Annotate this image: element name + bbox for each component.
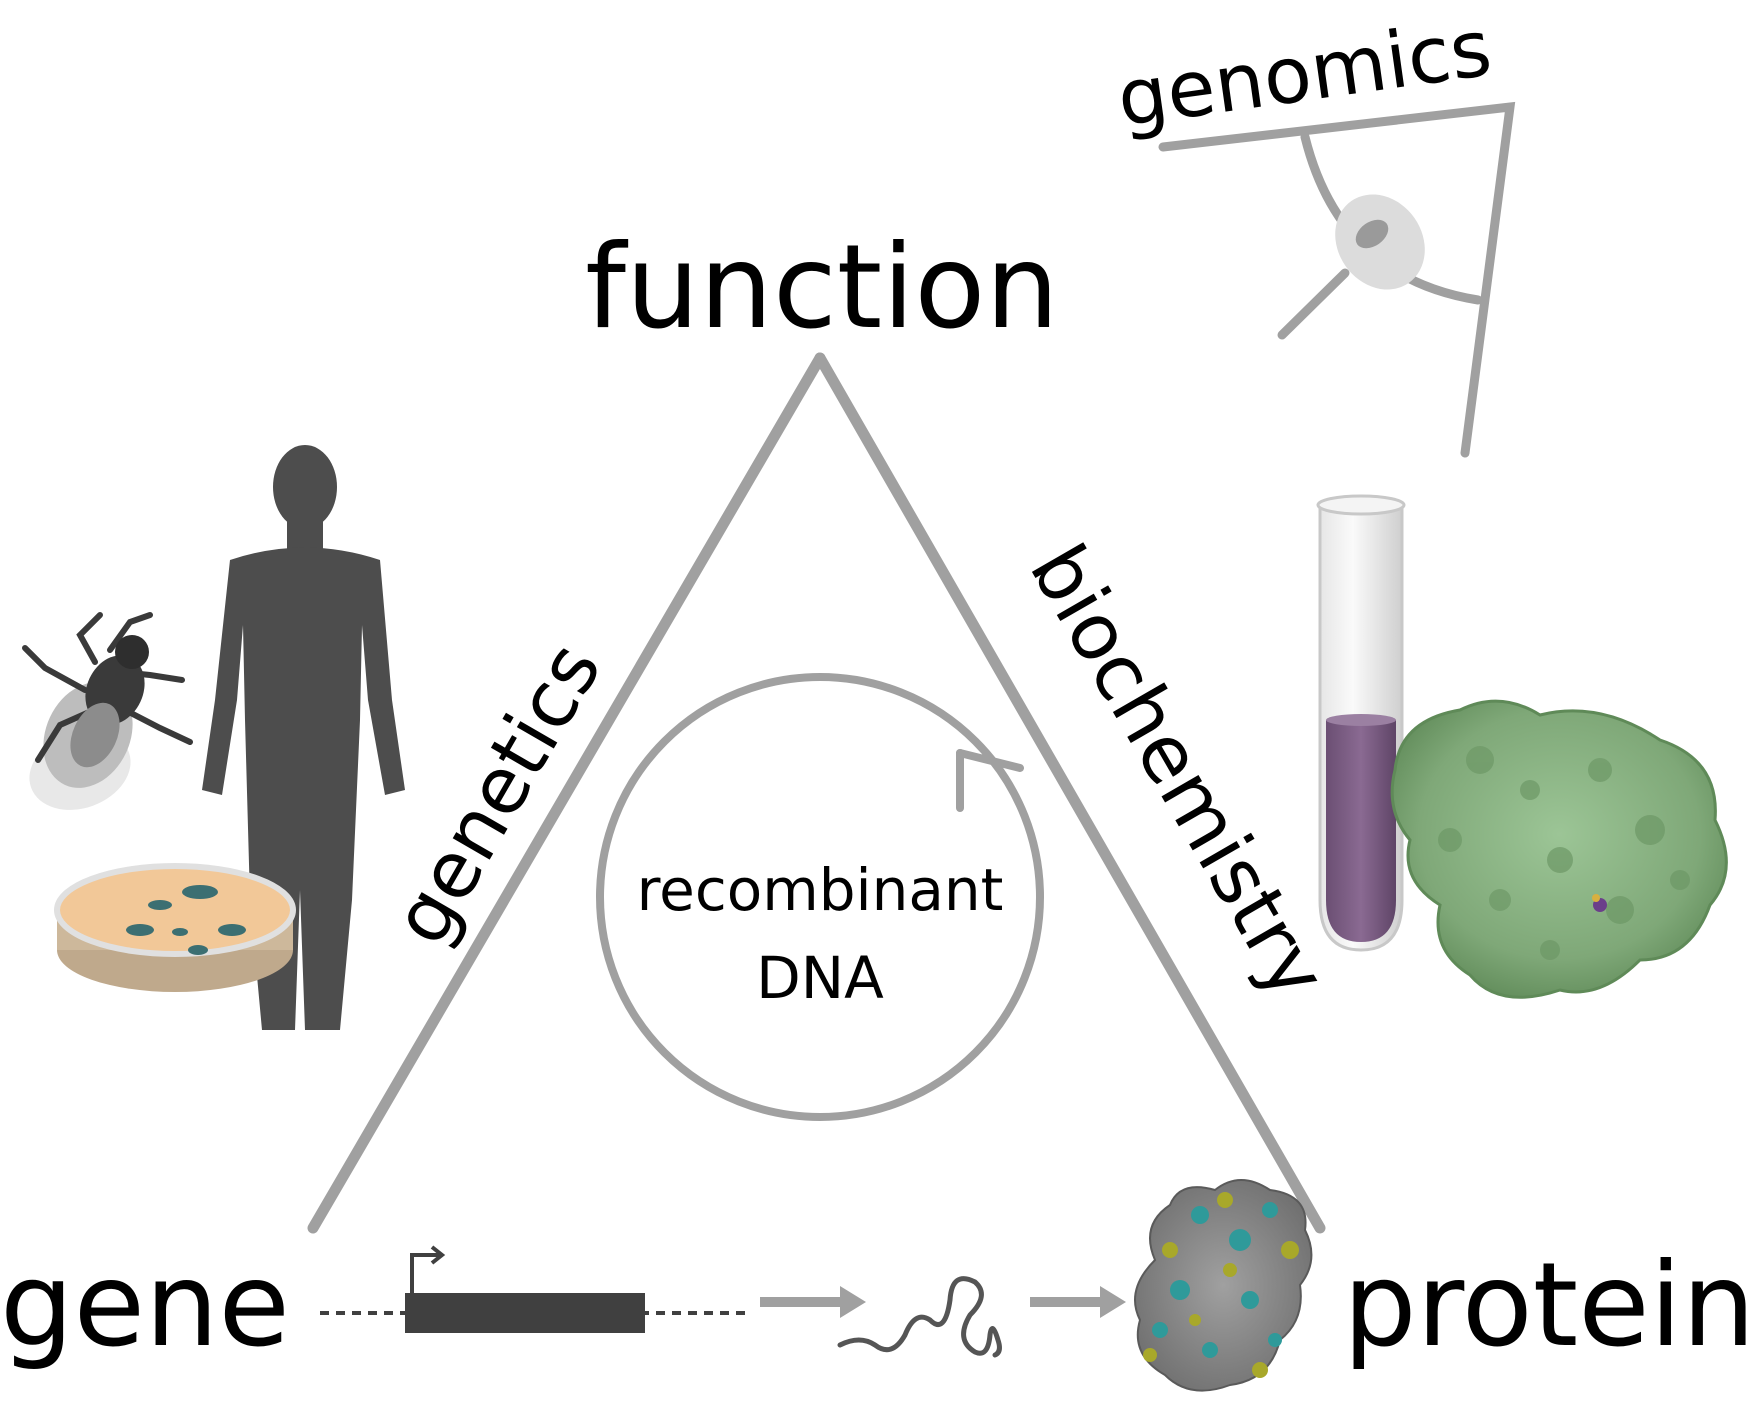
- flow-arrows: [760, 1286, 1126, 1318]
- protein-structure-icon: [1134, 1179, 1313, 1392]
- recombinant-label: recombinant: [637, 856, 1004, 924]
- eye-ray: [1277, 268, 1350, 340]
- eye-bracket: [1158, 101, 1516, 458]
- transcription-start-arrow: [410, 1253, 440, 1293]
- tube-liquid: [1326, 720, 1396, 942]
- cycle-arrowhead: [956, 749, 1024, 772]
- cycle-circle: [596, 673, 1044, 1121]
- gene-exon-box: [405, 1293, 645, 1333]
- petri-dish-icon: [54, 863, 296, 992]
- triangle-left-edge: [307, 352, 826, 1234]
- eye-icon: [1158, 101, 1516, 458]
- function-label: function: [585, 220, 1059, 355]
- gene-label: gene: [0, 1238, 290, 1373]
- fly-icon: [22, 612, 193, 810]
- protein-surface-icon: [1390, 699, 1728, 999]
- eye-iris: [1355, 219, 1389, 249]
- protein-label: protein: [1343, 1238, 1755, 1373]
- mrna-icon: [837, 1276, 1002, 1358]
- fly-abdomen: [70, 702, 120, 768]
- triangle-right-edge: [814, 352, 1326, 1234]
- genomics-label: genomics: [1112, 4, 1497, 145]
- gene-structure-icon: [320, 1245, 745, 1333]
- recombinant-dna-cycle: [596, 673, 1044, 1121]
- dna-label: DNA: [756, 944, 884, 1012]
- fly-head: [115, 635, 149, 669]
- central-triangle: [307, 352, 1326, 1234]
- test-tube-icon: [1316, 494, 1406, 952]
